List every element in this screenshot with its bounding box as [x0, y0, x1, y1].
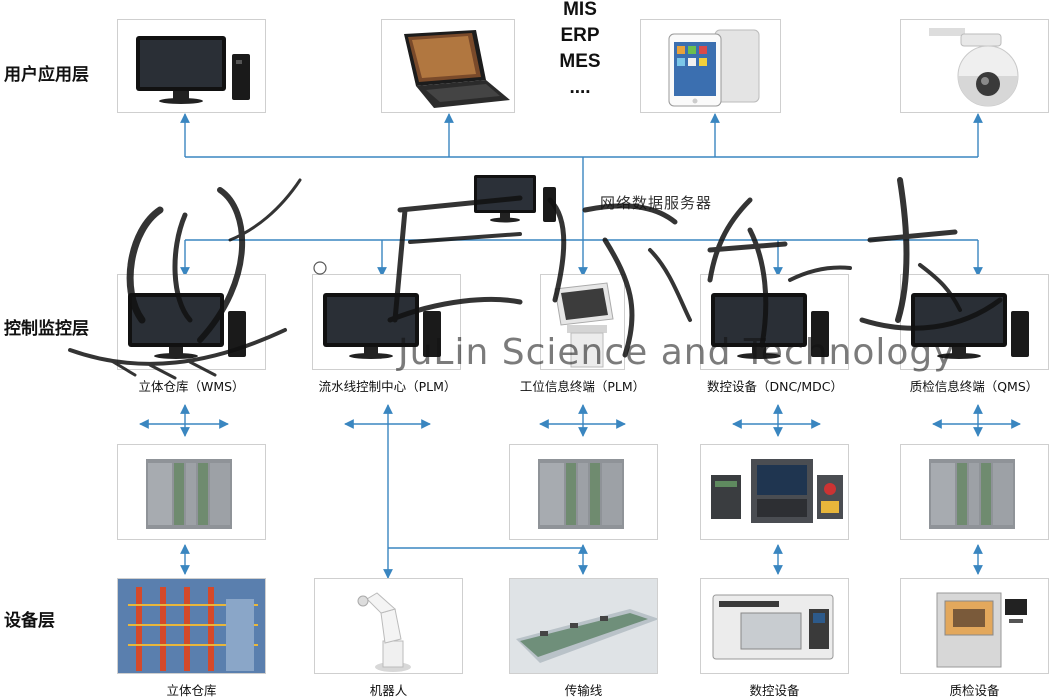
- cnc-controller-icon: [711, 459, 843, 523]
- plc-module-icon: [538, 459, 624, 529]
- desktop-computer-icon: [911, 293, 1029, 359]
- server-label: 网络数据服务器: [600, 194, 713, 212]
- layer-label-device: 设备层: [4, 611, 55, 631]
- device-inspection: [900, 578, 1049, 674]
- device-robot: [314, 578, 463, 674]
- watermark-text: JuLin Science and Technology: [398, 332, 956, 373]
- industrial-robot-icon: [357, 592, 411, 672]
- conveyor-line-icon: [510, 579, 657, 673]
- device-cnc: [700, 578, 849, 674]
- device-caption-cnc: 数控设备: [749, 683, 800, 698]
- desktop-computer-icon: [323, 293, 441, 359]
- cnc-controller-box: [700, 444, 849, 540]
- control-terminal-plm: [312, 274, 461, 370]
- camera-box: [900, 19, 1049, 113]
- laptop-icon: [404, 30, 510, 108]
- control-terminal-wms: [117, 274, 266, 370]
- system-list: MIS ERP MES ....: [540, 0, 620, 101]
- desktop-computer-icon: [136, 36, 250, 104]
- laptop-box: [381, 19, 515, 113]
- caption-qms: 质检信息终端（QMS）: [909, 379, 1039, 394]
- desktop-computer-icon: [711, 293, 829, 359]
- device-caption-robot: 机器人: [369, 683, 408, 698]
- dome-camera-icon: [929, 28, 1019, 107]
- system-mis: MIS: [563, 0, 597, 20]
- plc-module-icon: [146, 459, 232, 529]
- layer-label-user: 用户应用层: [4, 65, 89, 85]
- plc-box-3: [900, 444, 1049, 540]
- control-terminal-dnc: [700, 274, 849, 370]
- device-warehouse: [117, 578, 266, 674]
- control-terminal-qms: [900, 274, 1049, 370]
- kiosk-terminal-icon: [554, 282, 614, 368]
- device-caption-conveyor: 传输线: [564, 683, 603, 698]
- caption-plm-terminal: 工位信息终端（PLM）: [519, 379, 646, 394]
- system-mes: MES: [559, 51, 601, 72]
- plc-box-2: [509, 444, 658, 540]
- device-caption-warehouse: 立体仓库: [166, 683, 217, 698]
- desktop-computer-box: [117, 19, 266, 113]
- device-conveyor: [509, 578, 658, 674]
- caption-plm-center: 流水线控制中心（PLM）: [318, 379, 457, 394]
- inspection-machine-icon: [936, 592, 1027, 668]
- system-more: ....: [569, 77, 591, 98]
- system-erp: ERP: [560, 25, 600, 46]
- server-computer-icon: [474, 175, 556, 223]
- plc-module-icon: [929, 459, 1015, 529]
- device-caption-inspection: 质检设备: [949, 683, 1000, 698]
- layer-label-control: 控制监控层: [4, 319, 89, 339]
- warehouse-rack-icon: [118, 579, 265, 673]
- caption-wms: 立体仓库（WMS）: [138, 379, 245, 394]
- desktop-computer-icon: [128, 293, 246, 359]
- plc-box-1: [117, 444, 266, 540]
- tablet-box: [640, 19, 781, 113]
- control-kiosk-plm: [540, 274, 625, 370]
- caption-dnc: 数控设备（DNC/MDC）: [706, 379, 844, 394]
- tablet-icon: [668, 29, 760, 107]
- cnc-machine-icon: [712, 594, 834, 660]
